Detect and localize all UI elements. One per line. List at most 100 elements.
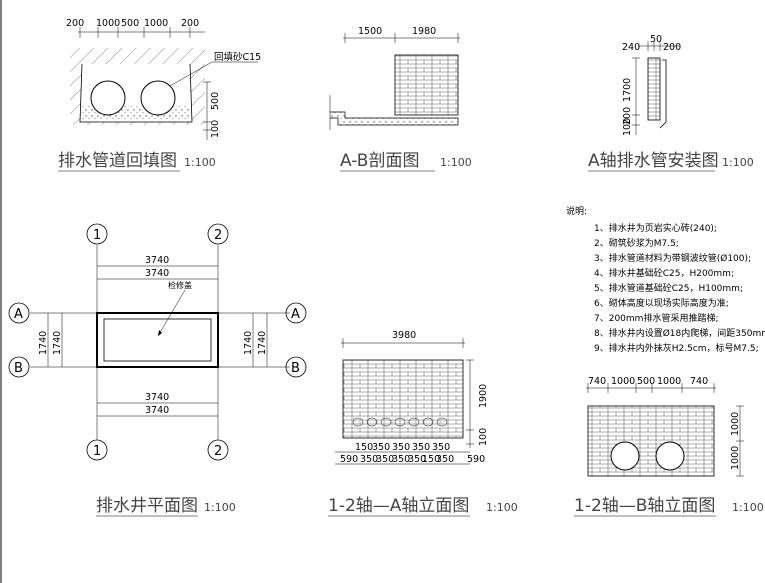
dim-350: 350 bbox=[376, 454, 394, 465]
svg-text:B: B bbox=[14, 361, 23, 376]
axis-bubble: B bbox=[285, 356, 307, 378]
well-inner-wall bbox=[103, 318, 212, 362]
svg-text:B: B bbox=[291, 361, 300, 376]
axis-bubble: 2 bbox=[207, 439, 229, 461]
axis-bubble: 1 bbox=[86, 223, 108, 245]
dim-240: 240 bbox=[622, 42, 640, 53]
view-scale: 1:100 bbox=[732, 501, 764, 514]
dim-100-vert: 100 bbox=[622, 118, 633, 136]
dim-1900: 1900 bbox=[478, 384, 489, 408]
dim-590: 590 bbox=[467, 454, 485, 465]
axis-bubble: 2 bbox=[207, 223, 229, 245]
dim-1000: 1000 bbox=[730, 446, 741, 470]
dim-3740: 3740 bbox=[145, 255, 169, 266]
dim-740-right: 740 bbox=[690, 376, 708, 387]
axis-bubble: A bbox=[8, 302, 30, 324]
dim-200-left: 200 bbox=[66, 18, 84, 29]
svg-text:2: 2 bbox=[214, 228, 222, 243]
note-item: 7、200mm排水管采用推踏梯; bbox=[594, 312, 718, 324]
note-item: 3、排水管道材料为带钢波纹管(Ø100); bbox=[594, 252, 751, 264]
dim-150: 150 bbox=[355, 442, 373, 453]
dim-1740: 1740 bbox=[257, 331, 268, 355]
svg-text:2: 2 bbox=[214, 444, 222, 459]
wall-section bbox=[647, 57, 661, 121]
note-item: 9、排水井内外抹灰H2.5cm，标号M7.5; bbox=[594, 342, 759, 354]
dim-740-left: 740 bbox=[588, 376, 606, 387]
axis-bubble: B bbox=[8, 356, 30, 378]
dim-350: 350 bbox=[436, 454, 454, 465]
view-scale: 1:100 bbox=[204, 501, 236, 514]
dim-200-vert: 200 bbox=[622, 107, 633, 125]
svg-text:A: A bbox=[14, 307, 23, 322]
brick-wall bbox=[394, 54, 459, 116]
view-scale: 1:100 bbox=[184, 156, 216, 169]
dim-150: 150 bbox=[422, 454, 440, 465]
callout-backfill-sand: 回填砂C15 bbox=[214, 51, 261, 63]
pipe-left bbox=[90, 80, 126, 116]
note-item: 1、排水井为页岩实心砖(240); bbox=[594, 222, 717, 234]
pipe-right bbox=[140, 80, 176, 116]
dim-1000-right: 1000 bbox=[144, 18, 168, 29]
view-scale: 1:100 bbox=[440, 156, 472, 169]
brick-elevation bbox=[342, 359, 464, 439]
notes-block: 说明: 1、排水井为页岩实心砖(240); 2、砌筑砂浆为M7.5; 3、排水管… bbox=[566, 205, 765, 354]
view-title: A-B剖面图 bbox=[340, 151, 419, 171]
dim-1000-left: 1000 bbox=[611, 376, 635, 387]
dim-3740: 3740 bbox=[145, 268, 169, 279]
dim-3740: 3740 bbox=[145, 392, 169, 403]
callout-manhole-cover: 检修盖 bbox=[168, 280, 192, 290]
dim-100-vert: 100 bbox=[210, 120, 221, 138]
dim-1000-left: 1000 bbox=[96, 18, 120, 29]
dim-590: 590 bbox=[340, 454, 358, 465]
dim-1740: 1740 bbox=[52, 331, 63, 355]
view-plan: 1 2 1 2 A B A B 3740 3740 3740 3740 17 bbox=[8, 223, 307, 517]
dim-1740: 1740 bbox=[38, 331, 49, 355]
dim-200: 200 bbox=[663, 42, 681, 53]
dim-1000: 1000 bbox=[730, 412, 741, 436]
dim-3980: 3980 bbox=[392, 330, 416, 341]
dim-350: 350 bbox=[372, 442, 390, 453]
notes-heading: 说明: bbox=[566, 205, 587, 217]
view-section-ab: 1500 1980 A-B剖面图 1:100 bbox=[329, 26, 472, 172]
view-title: 1-2轴—A轴立面图 bbox=[328, 496, 469, 516]
dim-100: 100 bbox=[478, 428, 489, 446]
note-item: 8、排水井内设置Ø18内爬梯，间距350mm; bbox=[594, 327, 765, 339]
view-title: 排水管道回填图 bbox=[58, 151, 177, 171]
dim-500-vert: 500 bbox=[210, 92, 221, 110]
view-title: 排水井平面图 bbox=[96, 496, 198, 516]
callout-leader bbox=[157, 289, 186, 337]
dim-350: 350 bbox=[392, 442, 410, 453]
dim-500: 500 bbox=[121, 18, 139, 29]
dim-350: 350 bbox=[360, 454, 378, 465]
callout-leader bbox=[169, 61, 213, 87]
well-outer-wall bbox=[96, 312, 219, 368]
dim-1500: 1500 bbox=[358, 26, 382, 37]
pipe-opening-right bbox=[655, 441, 685, 471]
dim-350: 350 bbox=[392, 454, 410, 465]
note-item: 4、排水井基础砼C25，H200mm; bbox=[594, 267, 734, 279]
foundation-slab bbox=[330, 111, 459, 126]
svg-text:1: 1 bbox=[93, 444, 101, 459]
svg-text:A: A bbox=[291, 307, 300, 322]
view-elev-b: 740 1000 500 1000 740 1000 1000 1-2轴—B轴立… bbox=[574, 376, 764, 517]
view-pipe-install: 240 50 200 1700 200 100 A轴排水管安装图 1:100 bbox=[588, 34, 754, 172]
dim-350: 350 bbox=[412, 442, 430, 453]
view-scale: 1:100 bbox=[722, 156, 754, 169]
view-scale: 1:100 bbox=[486, 501, 518, 514]
dim-1740: 1740 bbox=[243, 331, 254, 355]
note-item: 5、排水管道基础砼C25，H100mm; bbox=[594, 282, 743, 294]
dim-350: 350 bbox=[432, 442, 450, 453]
brick-elevation bbox=[587, 405, 715, 477]
view-elev-a: 3980 1900 100 150 350 350 350 350 590 35… bbox=[328, 330, 518, 517]
pipe-opening-left bbox=[610, 441, 640, 471]
axis-bubble: 1 bbox=[86, 439, 108, 461]
dim-1000-right: 1000 bbox=[657, 376, 681, 387]
dim-3740: 3740 bbox=[145, 405, 169, 416]
view-title: A轴排水管安装图 bbox=[588, 151, 719, 171]
view-backfill: 200 1000 500 1000 200 回填砂C15 500 100 排水管… bbox=[58, 18, 261, 172]
view-title: 1-2轴—B轴立面图 bbox=[574, 496, 715, 516]
dim-350: 350 bbox=[408, 454, 426, 465]
dim-1700: 1700 bbox=[622, 78, 633, 102]
axis-bubble: A bbox=[285, 302, 307, 324]
